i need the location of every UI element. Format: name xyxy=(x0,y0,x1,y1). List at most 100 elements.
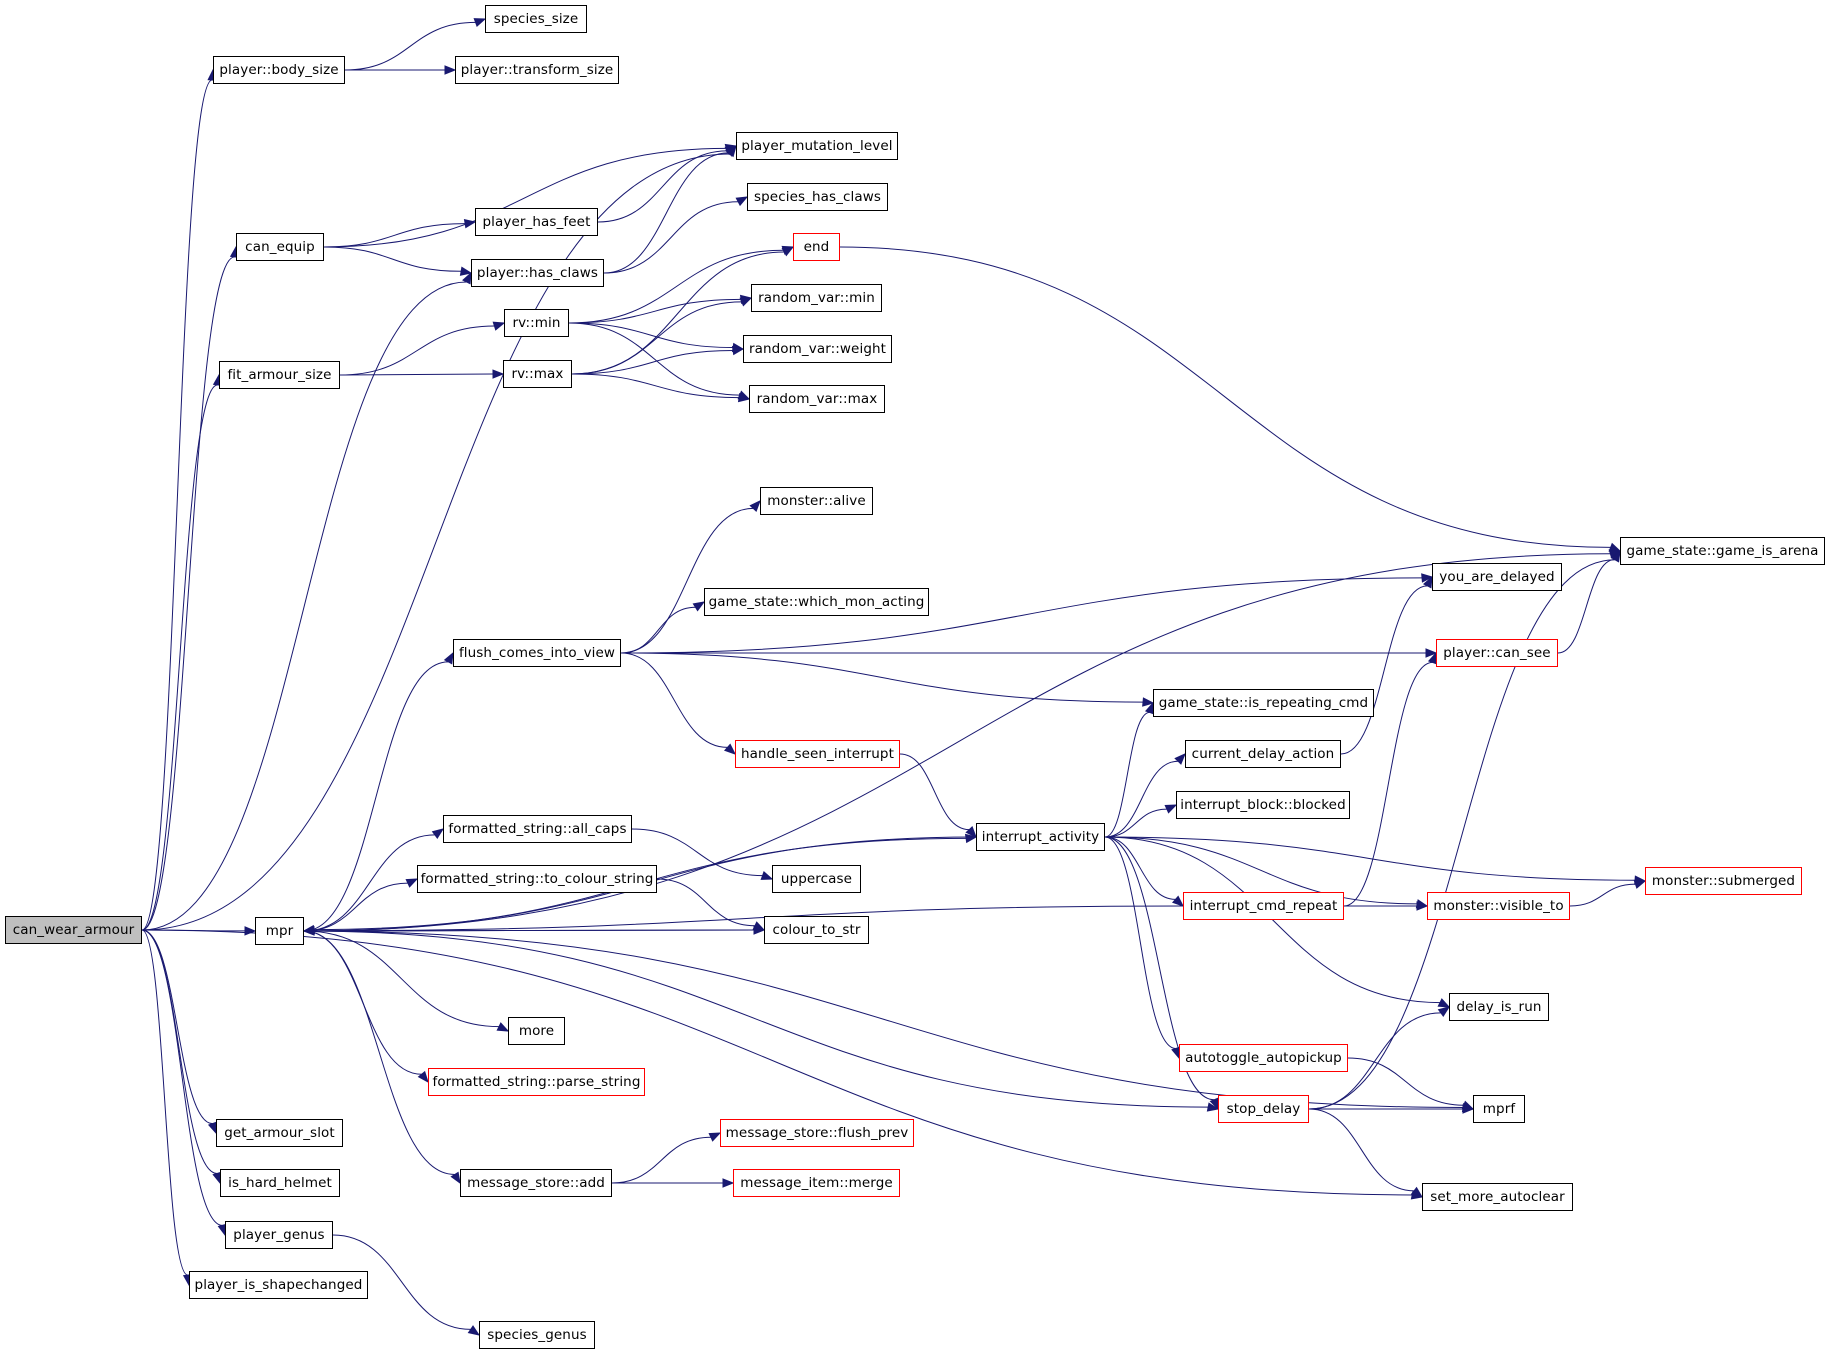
node-can-wear-armour[interactable]: can_wear_armour xyxy=(5,916,142,944)
edge-end-to-game_is_arena xyxy=(839,246,1611,548)
edge-interrupt_cmd_repeat-to-player_can_see xyxy=(1343,661,1433,907)
node-more[interactable]: more xyxy=(508,1017,565,1045)
arrowhead-flush_comes_into_view-to-you_are_delayed xyxy=(1421,573,1434,583)
node-mi-merge[interactable]: message_item::merge xyxy=(733,1169,900,1197)
edge-mpr-to-fs_to_colour_string xyxy=(303,882,408,932)
edge-mpr-to-more xyxy=(303,930,500,1028)
node-ms-flush-prev[interactable]: message_store::flush_prev xyxy=(720,1119,914,1147)
node-fs-parse-string[interactable]: formatted_string::parse_string xyxy=(428,1068,645,1096)
arrowhead-player_body_size-to-species_size xyxy=(473,18,487,28)
node-ms-add[interactable]: message_store::add xyxy=(460,1169,612,1197)
node-random-var-min[interactable]: random_var::min xyxy=(751,284,882,312)
node-fs-to-colour-string[interactable]: formatted_string::to_colour_string xyxy=(417,865,657,893)
node-is-hard-helmet[interactable]: is_hard_helmet xyxy=(220,1169,340,1197)
edge-interrupt_activity-to-is_repeating_cmd xyxy=(1104,711,1150,838)
node-rv-max[interactable]: rv::max xyxy=(503,360,572,388)
node-monster-submerged[interactable]: monster::submerged xyxy=(1645,867,1802,895)
node-fit-armour-size[interactable]: fit_armour_size xyxy=(219,361,340,389)
node-player-is-shapechanged[interactable]: player_is_shapechanged xyxy=(189,1271,368,1299)
node-species-has-claws[interactable]: species_has_claws xyxy=(747,183,888,211)
edge-rv_min-to-random_var_min xyxy=(568,298,742,324)
arrowhead-ms_add-to-ms_flush_prev xyxy=(708,1132,722,1142)
node-autotoggle-autopickup[interactable]: autotoggle_autopickup xyxy=(1179,1044,1348,1072)
node-player-has-feet[interactable]: player_has_feet xyxy=(475,208,598,236)
edge-can_equip-to-player_mutation_level xyxy=(323,147,727,248)
edge-player_genus-to-species_genus xyxy=(332,1234,471,1330)
node-monster-visible-to[interactable]: monster::visible_to xyxy=(1427,892,1570,920)
node-rv-min[interactable]: rv::min xyxy=(504,309,569,337)
edge-can_wear_armour-to-player_has_claws xyxy=(141,281,467,931)
edge-flush_comes_into_view-to-is_repeating_cmd xyxy=(620,652,1144,703)
node-species-size[interactable]: species_size xyxy=(485,5,587,33)
edge-rv_max-to-random_var_max xyxy=(571,373,740,399)
edge-interrupt_activity-to-monster_visible_to xyxy=(1104,836,1418,905)
node-set-more-autoclear[interactable]: set_more_autoclear xyxy=(1422,1183,1573,1211)
node-uppercase[interactable]: uppercase xyxy=(772,865,861,893)
arrowhead-interrupt_activity-to-current_delay_action xyxy=(1174,753,1186,765)
node-player-has-claws[interactable]: player::has_claws xyxy=(471,259,604,287)
node-fs-all-caps[interactable]: formatted_string::all_caps xyxy=(443,815,632,843)
node-current-delay-action[interactable]: current_delay_action xyxy=(1185,740,1341,768)
edge-player_can_see-to-game_is_arena xyxy=(1557,559,1615,654)
node-game-is-arena[interactable]: game_state::game_is_arena xyxy=(1620,537,1825,565)
node-interrupt-block-blocked[interactable]: interrupt_block::blocked xyxy=(1176,791,1350,819)
node-which-mon-acting[interactable]: game_state::which_mon_acting xyxy=(704,588,929,616)
edge-colour_to_str-to-mpr xyxy=(313,929,765,932)
node-flush-comes-into-view[interactable]: flush_comes_into_view xyxy=(453,639,621,667)
node-can-equip[interactable]: can_equip xyxy=(236,233,324,261)
arrowhead-can_equip-to-player_has_feet xyxy=(463,219,477,229)
node-player-can-see[interactable]: player::can_see xyxy=(1436,639,1558,667)
node-monster-alive[interactable]: monster::alive xyxy=(760,487,873,515)
arrowhead-stop_delay-to-set_more_autoclear xyxy=(1410,1186,1424,1198)
node-mpr[interactable]: mpr xyxy=(255,917,304,945)
edge-interrupt_activity-to-autotoggle_autopickup xyxy=(1104,836,1176,1050)
edge-player_has_claws-to-player_mutation_level xyxy=(603,152,729,274)
arrowhead-mpr-to-stop_delay xyxy=(1206,1102,1220,1112)
node-player-genus[interactable]: player_genus xyxy=(225,1221,333,1249)
edge-interrupt_activity-to-monster_submerged xyxy=(1104,836,1636,881)
edge-rv_min-to-random_var_weight xyxy=(568,322,734,349)
arrowhead-flush_comes_into_view-to-is_repeating_cmd xyxy=(1142,697,1155,707)
node-player-body-size[interactable]: player::body_size xyxy=(213,56,345,84)
node-random-var-weight[interactable]: random_var::weight xyxy=(743,335,892,363)
edge-fs_all_caps-to-uppercase xyxy=(631,828,763,877)
node-player-transform-size[interactable]: player::transform_size xyxy=(455,56,619,84)
node-mprf[interactable]: mprf xyxy=(1473,1095,1525,1123)
arrowhead-mpr-to-fs_all_caps xyxy=(431,828,445,840)
arrowhead-mpr-to-more xyxy=(496,1022,510,1032)
node-species-genus[interactable]: species_genus xyxy=(479,1321,595,1349)
arrowhead-interrupt_activity-to-stop_delay xyxy=(1209,1097,1219,1111)
node-stop-delay[interactable]: stop_delay xyxy=(1218,1095,1309,1123)
edge-flush_comes_into_view-to-handle_seen_interrupt xyxy=(620,652,728,748)
arrowhead-mpr-to-interrupt_activity xyxy=(964,833,978,844)
edge-stop_delay-to-game_is_arena xyxy=(1308,559,1616,1110)
node-random-var-max[interactable]: random_var::max xyxy=(749,385,885,413)
arrowhead-monster_visible_to-to-monster_submerged xyxy=(1633,879,1647,889)
node-delay-is-run[interactable]: delay_is_run xyxy=(1449,993,1549,1021)
arrowhead-player_genus-to-species_genus xyxy=(467,1325,481,1336)
edge-stop_delay-to-set_more_autoclear xyxy=(1308,1108,1415,1192)
edge-can_wear_armour-to-player_mutation_level xyxy=(141,153,730,931)
edge-handle_seen_interrupt-to-interrupt_activity xyxy=(899,753,970,831)
edge-rv_min-to-random_var_max xyxy=(568,322,740,396)
edge-can_wear_armour-to-fit_armour_size xyxy=(141,384,218,931)
node-you-are-delayed[interactable]: you_are_delayed xyxy=(1432,563,1562,591)
edge-interrupt_activity-to-stop_delay xyxy=(1104,836,1215,1101)
arrowhead-can_wear_armour-to-mpr xyxy=(244,926,257,936)
edge-current_delay_action-to-you_are_delayed xyxy=(1340,585,1428,755)
node-player-mutation-level[interactable]: player_mutation_level xyxy=(736,132,898,160)
edge-autotoggle_autopickup-to-mprf xyxy=(1347,1057,1464,1106)
node-colour-to-str[interactable]: colour_to_str xyxy=(764,916,869,944)
edge-can_equip-to-player_has_feet xyxy=(323,223,466,248)
node-interrupt-activity[interactable]: interrupt_activity xyxy=(976,823,1105,851)
edge-rv_max-to-random_var_weight xyxy=(571,349,734,375)
edge-rv_min-to-end xyxy=(568,249,784,324)
node-interrupt-cmd-repeat[interactable]: interrupt_cmd_repeat xyxy=(1183,892,1344,920)
node-handle-seen-interrupt[interactable]: handle_seen_interrupt xyxy=(735,740,900,768)
node-end[interactable]: end xyxy=(793,233,840,261)
edge-player_has_claws-to-species_has_claws xyxy=(603,201,739,274)
node-is-repeating-cmd[interactable]: game_state::is_repeating_cmd xyxy=(1153,689,1374,717)
node-get-armour-slot[interactable]: get_armour_slot xyxy=(216,1119,343,1147)
edge-fs_to_colour_string-to-colour_to_str xyxy=(656,878,755,927)
edge-player_has_feet-to-player_mutation_level xyxy=(597,150,728,223)
